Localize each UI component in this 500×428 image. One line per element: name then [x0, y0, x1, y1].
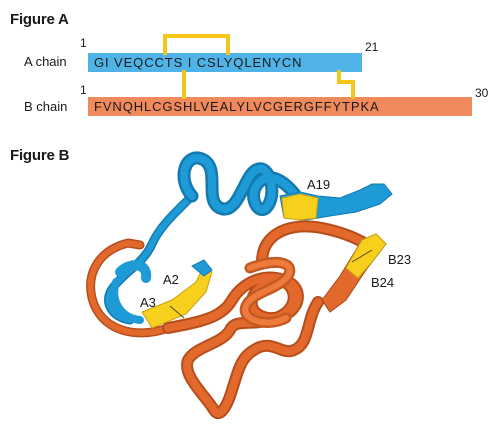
- residue-label-a2: A2: [163, 272, 179, 287]
- b-chain-end-number: 30: [475, 86, 489, 100]
- residue-label-b23: B23: [388, 252, 412, 267]
- b-chain-sequence: FVNQHLCGSHLVEALYLVCGERGFFYTPKA: [88, 97, 472, 116]
- a-chain-n-terminal-helix: [110, 259, 213, 329]
- a-chain-end-number: 21: [365, 40, 379, 54]
- a-chain-sequence: GI VEQCCTS I CSLYQLENYCN: [88, 53, 362, 72]
- a-chain-label: A chain: [24, 54, 67, 69]
- figure-b-title: Figure B: [10, 147, 70, 164]
- disulfide-bonds: [163, 34, 355, 99]
- intra-chain-disulfide-a6-a11: [163, 34, 230, 55]
- b-chain-label: B chain: [24, 99, 68, 114]
- b-chain-start-number: 1: [80, 83, 87, 97]
- a-chain-start-number: 1: [80, 36, 87, 50]
- a-chain-c-terminal-strand: [279, 183, 393, 221]
- b-chain-ribbon: [86, 220, 372, 420]
- residue-label-a3: A3: [140, 295, 156, 310]
- residue-label-a19: A19: [307, 177, 331, 192]
- residue-label-b24: B24: [371, 275, 395, 290]
- b-chain-strand: [321, 233, 387, 313]
- figure-a-title: Figure A: [10, 11, 69, 28]
- inter-chain-disulfide-a20-b19: [337, 70, 355, 99]
